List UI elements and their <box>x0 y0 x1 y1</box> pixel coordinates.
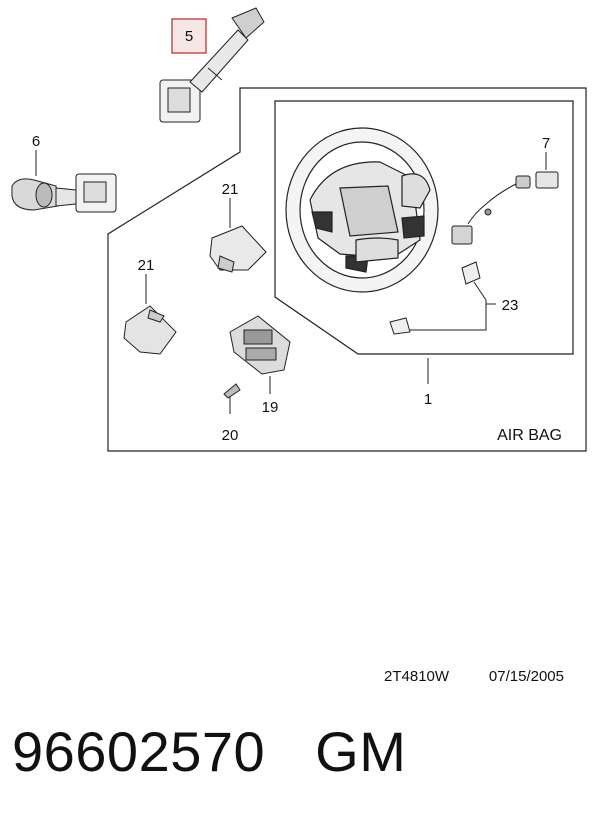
clip-part-23-upper <box>461 261 481 285</box>
light-switch-part-6 <box>11 173 117 213</box>
clip-part-23-lower <box>389 317 411 335</box>
callout-21-upper: 21 <box>222 181 239 198</box>
airbag-subframe <box>274 100 574 355</box>
callout-20: 20 <box>222 427 239 444</box>
drawing-date: 07/15/2005 <box>489 668 564 685</box>
callout-6: 6 <box>32 133 40 150</box>
callout-5: 5 <box>185 28 193 45</box>
brand-name: GM <box>315 720 407 783</box>
cover-part-21-lower <box>123 305 177 355</box>
frame-caption: AIR BAG <box>497 427 562 444</box>
callout-21-lower: 21 <box>138 257 155 274</box>
wiper-switch-part-5 <box>159 7 265 123</box>
callout-7: 7 <box>542 135 550 152</box>
steering-wheel-part-1 <box>285 127 439 293</box>
harness-part-7 <box>451 171 559 245</box>
callout-1: 1 <box>424 391 432 408</box>
cover-part-21-upper <box>209 225 267 273</box>
wheel-switch-part-19 <box>229 315 291 375</box>
assembly-frame <box>107 87 587 452</box>
leader-23 <box>410 281 496 331</box>
part-number: 96602570 <box>12 720 266 783</box>
callout-19: 19 <box>262 399 279 416</box>
callout-5-box: 5 <box>171 18 207 54</box>
drawing-ref: 2T4810W <box>384 668 450 685</box>
callout-23: 23 <box>502 297 519 314</box>
screw-part-20 <box>223 383 241 414</box>
